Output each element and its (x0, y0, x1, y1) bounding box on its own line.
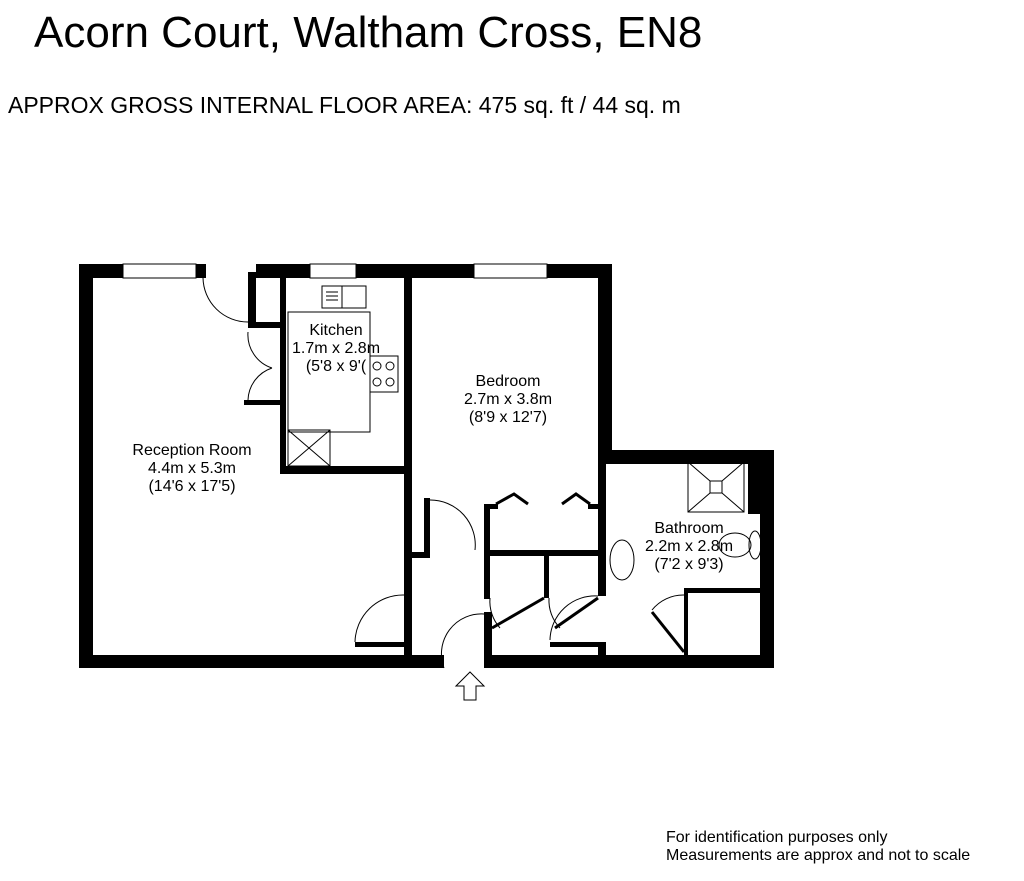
room-imperial: (8'9 x 12'7) (468, 409, 548, 426)
room-metric: 2.2m x 2.8m (644, 538, 734, 555)
disclaimer-line-1: For identification purposes only (666, 829, 888, 846)
floor-area: APPROX GROSS INTERNAL FLOOR AREA: 475 sq… (8, 92, 681, 118)
room-kitchen: Kitchen 1.7m x 2.8m (5'8 x 9'( (292, 322, 380, 376)
disclaimer: For identification purposes only Measure… (666, 829, 970, 865)
room-imperial: (14'6 x 17'5) (148, 478, 236, 495)
room-metric: 2.7m x 3.8m (463, 391, 553, 408)
room-bathroom: Bathroom 2.2m x 2.8m (7'2 x 9'3) (645, 520, 733, 574)
room-name: Reception Room (132, 442, 252, 459)
room-name: Bedroom (475, 373, 541, 390)
room-bedroom: Bedroom 2.7m x 3.8m (8'9 x 12'7) (464, 373, 552, 427)
room-imperial: (7'2 x 9'3) (654, 556, 724, 573)
property-title: Acorn Court, Waltham Cross, EN8 (34, 8, 703, 57)
disclaimer-line-2: Measurements are approx and not to scale (666, 847, 971, 864)
room-reception: Reception Room 4.4m x 5.3m (14'6 x 17'5) (132, 442, 251, 496)
room-name: Kitchen (309, 322, 363, 339)
room-imperial: (5'8 x 9'( (305, 358, 367, 375)
room-name: Bathroom (654, 520, 724, 537)
room-metric: 1.7m x 2.8m (291, 340, 381, 357)
room-metric: 4.4m x 5.3m (147, 460, 237, 477)
